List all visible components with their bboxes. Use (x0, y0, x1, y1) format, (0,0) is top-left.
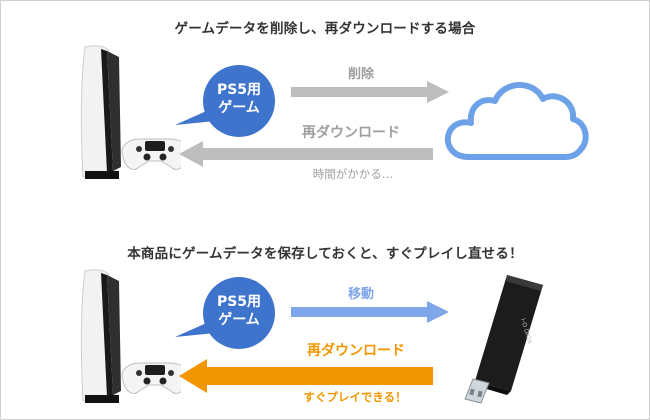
quick-play-note: すぐプレイできる！ (303, 390, 407, 404)
redownload-label: 再ダウンロード (302, 125, 400, 141)
move-label: 移動 (347, 287, 374, 302)
usb-drive-icon: I-O DATA (464, 275, 543, 404)
quick-redownload-arrow (179, 359, 433, 393)
speech-bubble (175, 65, 275, 137)
section2-title: 本商品にゲームデータを保存しておくと、すぐプレイし直せる！ (127, 246, 523, 262)
ps5-console-icon (80, 45, 181, 179)
bubble-line2: ゲーム (218, 100, 260, 116)
redownload-label-orange: 再ダウンロード (307, 343, 405, 359)
cloud-icon (444, 82, 589, 160)
ps5-console-icon (80, 269, 181, 403)
bubble-line1: PS5用 (216, 82, 262, 98)
bubble-line1: PS5用 (216, 294, 262, 310)
redownload-arrow (179, 141, 433, 167)
delete-arrow (291, 81, 449, 103)
bubble-line2: ゲーム (218, 312, 260, 328)
slow-note: 時間がかかる… (312, 167, 394, 181)
move-arrow (291, 301, 449, 323)
delete-label: 削除 (347, 67, 374, 82)
speech-bubble (175, 277, 275, 349)
section1-title: ゲームデータを削除し、再ダウンロードする場合 (174, 21, 476, 37)
